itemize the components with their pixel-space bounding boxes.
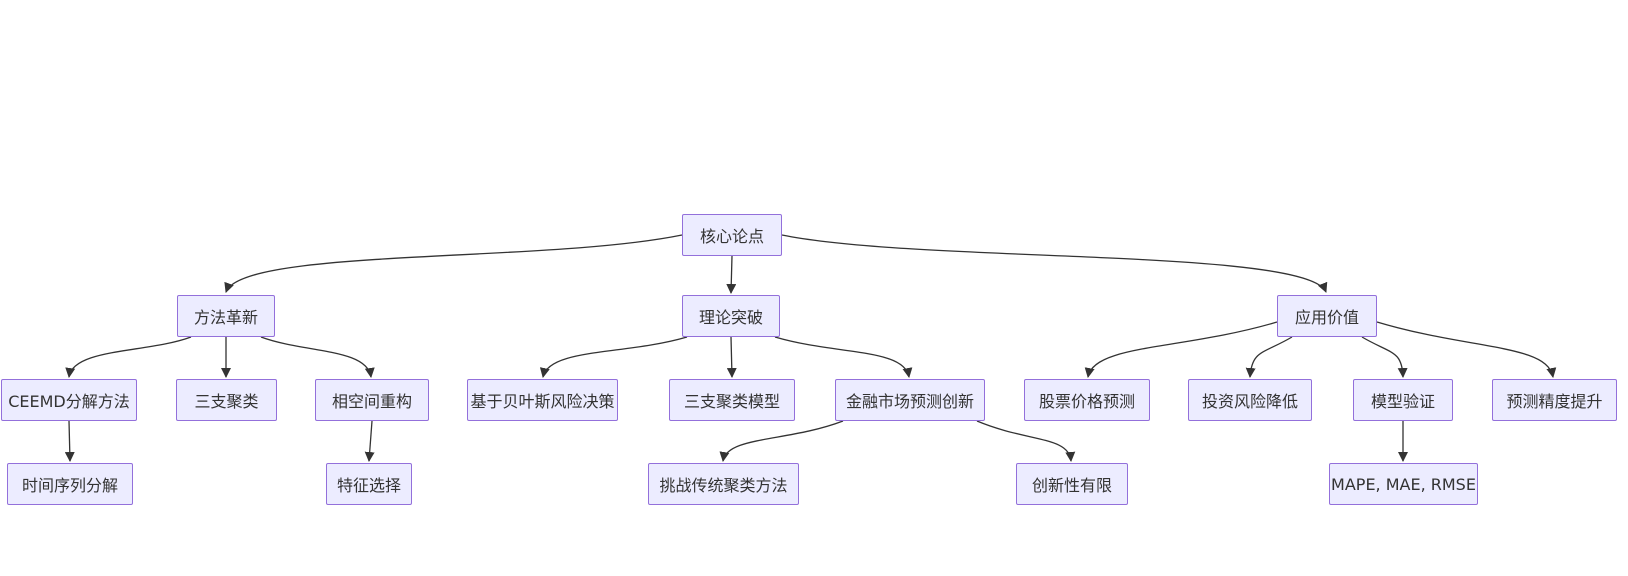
- edge-application-value-to-model-validation: [1361, 336, 1408, 378]
- edge-core-thesis-to-theoretical-breakthrough: [726, 255, 737, 294]
- node-bayesian-risk-decision: 基于贝叶斯风险决策: [467, 379, 618, 421]
- edge-theoretical-breakthrough-to-financial-market-forecast-innovation: [774, 336, 913, 378]
- node-time-series-decomposition: 时间序列分解: [7, 463, 133, 505]
- edge-application-value-to-investment-risk-reduction: [1245, 336, 1293, 378]
- edge-phase-space-reconstruction-to-feature-selection: [364, 420, 375, 462]
- edge-application-value-to-stock-price-prediction: [1084, 321, 1278, 378]
- edge-theoretical-breakthrough-to-three-way-clustering-model: [726, 336, 737, 378]
- node-stock-price-prediction: 股票价格预测: [1024, 379, 1150, 421]
- edge-theoretical-breakthrough-to-bayesian-risk-decision: [539, 336, 688, 378]
- edge-method-innovation-to-ceemd-decomposition: [65, 336, 192, 378]
- node-financial-market-forecast-innovation: 金融市场预测创新: [835, 379, 985, 421]
- edge-core-thesis-to-application-value: [781, 234, 1328, 293]
- edge-core-thesis-to-method-innovation: [224, 234, 683, 293]
- node-three-way-clustering: 三支聚类: [176, 379, 277, 421]
- node-limited-innovation: 创新性有限: [1016, 463, 1128, 505]
- node-theoretical-breakthrough: 理论突破: [682, 295, 780, 337]
- node-application-value: 应用价值: [1277, 295, 1377, 337]
- edge-method-innovation-to-phase-space-reconstruction: [260, 336, 375, 378]
- node-model-validation: 模型验证: [1353, 379, 1453, 421]
- edge-financial-market-forecast-innovation-to-limited-innovation: [976, 420, 1076, 462]
- edge-application-value-to-forecast-accuracy-improvement: [1376, 321, 1557, 378]
- node-phase-space-reconstruction: 相空间重构: [315, 379, 429, 421]
- node-ceemd-decomposition: CEEMD分解方法: [1, 379, 137, 421]
- node-method-innovation: 方法革新: [177, 295, 275, 337]
- node-evaluation-metrics: MAPE, MAE, RMSE: [1329, 463, 1478, 505]
- edge-ceemd-decomposition-to-time-series-decomposition: [64, 420, 75, 462]
- node-forecast-accuracy-improvement: 预测精度提升: [1492, 379, 1617, 421]
- node-investment-risk-reduction: 投资风险降低: [1188, 379, 1312, 421]
- node-feature-selection: 特征选择: [326, 463, 412, 505]
- edge-financial-market-forecast-innovation-to-challenge-traditional-clustering: [719, 420, 844, 462]
- node-challenge-traditional-clustering: 挑战传统聚类方法: [648, 463, 799, 505]
- node-core-thesis: 核心论点: [682, 214, 782, 256]
- node-three-way-clustering-model: 三支聚类模型: [669, 379, 795, 421]
